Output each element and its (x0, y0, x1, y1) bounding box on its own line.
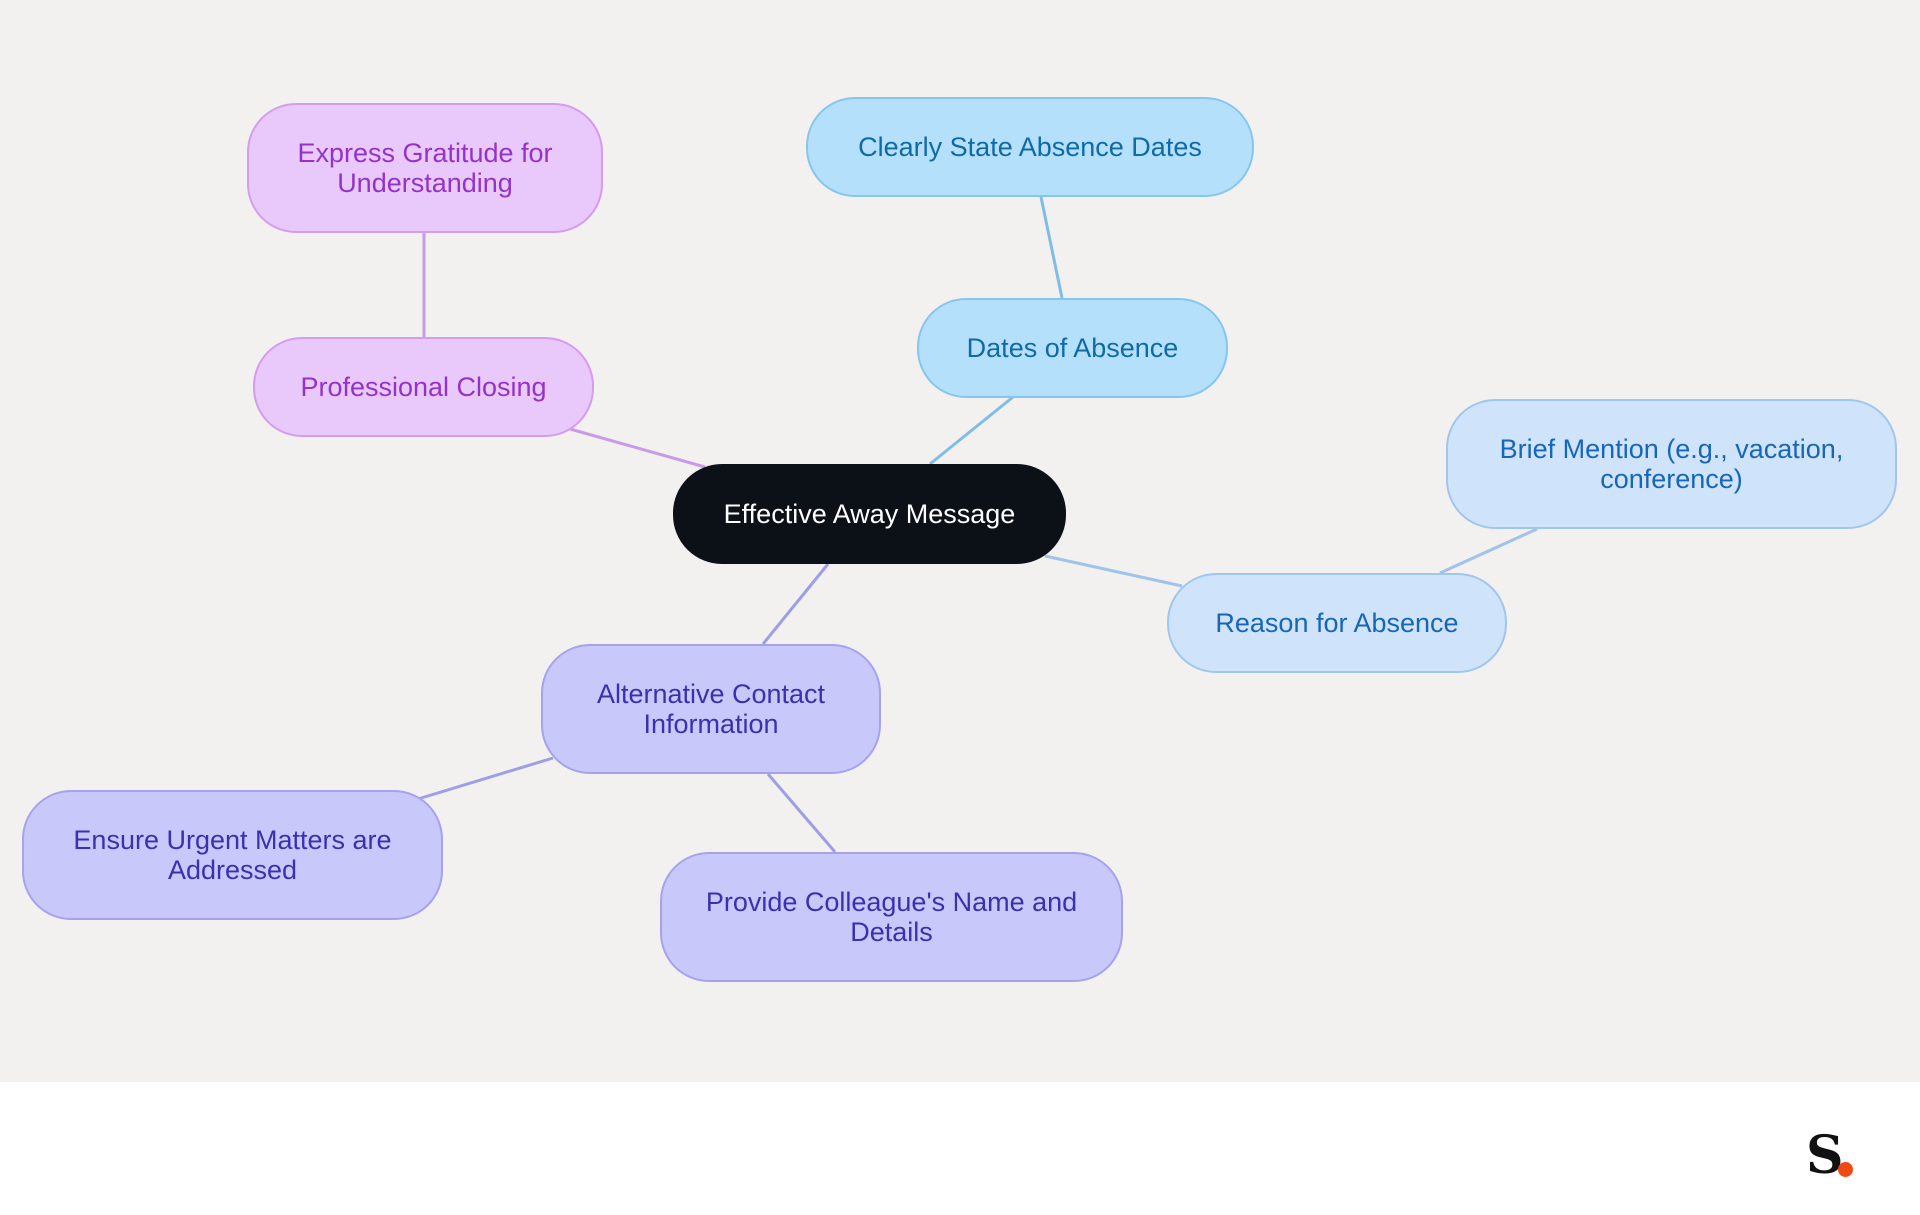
leaf-brief-mention-label: Brief Mention (e.g., vacation, conferenc… (1499, 434, 1844, 494)
branch-dates-of-absence[interactable]: Dates of Absence (917, 298, 1228, 398)
link-dates-statedates (1039, 196, 1064, 299)
link-root-contact (761, 563, 830, 645)
leaf-brief-mention[interactable]: Brief Mention (e.g., vacation, conferenc… (1446, 399, 1897, 529)
link-root-closing (569, 427, 706, 469)
leaf-ensure-urgent-matters[interactable]: Ensure Urgent Matters are Addressed (22, 790, 443, 920)
branch-professional-closing[interactable]: Professional Closing (253, 337, 594, 437)
brand-logo-dot (1838, 1162, 1853, 1177)
leaf-clearly-state-dates[interactable]: Clearly State Absence Dates (806, 97, 1254, 197)
brand-logo: S (1806, 1125, 1844, 1186)
branch-reason-for-absence[interactable]: Reason for Absence (1167, 573, 1507, 673)
leaf-express-gratitude-label: Express Gratitude for Understanding (297, 138, 553, 198)
branch-professional-closing-label: Professional Closing (300, 372, 547, 402)
leaf-provide-colleague-label: Provide Colleague's Name and Details (705, 887, 1078, 947)
branch-dates-of-absence-label: Dates of Absence (966, 333, 1179, 363)
link-contact-urgent (417, 756, 554, 801)
root-label: Effective Away Message (723, 499, 1016, 529)
leaf-ensure-urgent-matters-label: Ensure Urgent Matters are Addressed (73, 825, 392, 885)
branch-alternative-contact[interactable]: Alternative Contact Information (541, 644, 881, 774)
footer-bar (0, 1082, 1920, 1215)
root-node[interactable]: Effective Away Message (673, 464, 1066, 564)
link-root-reason (1044, 554, 1183, 588)
leaf-provide-colleague[interactable]: Provide Colleague's Name and Details (660, 852, 1123, 982)
connector-lines (417, 196, 1538, 853)
link-root-dates (929, 395, 1014, 466)
mind-map-canvas: Effective Away Message Professional Clos… (0, 0, 1920, 1082)
link-contact-colleague (766, 773, 837, 853)
link-reason-mention (1439, 527, 1538, 575)
leaf-express-gratitude[interactable]: Express Gratitude for Understanding (247, 103, 603, 233)
branch-reason-for-absence-label: Reason for Absence (1215, 608, 1459, 638)
branch-alternative-contact-label: Alternative Contact Information (596, 679, 826, 739)
leaf-clearly-state-dates-label: Clearly State Absence Dates (858, 132, 1202, 162)
